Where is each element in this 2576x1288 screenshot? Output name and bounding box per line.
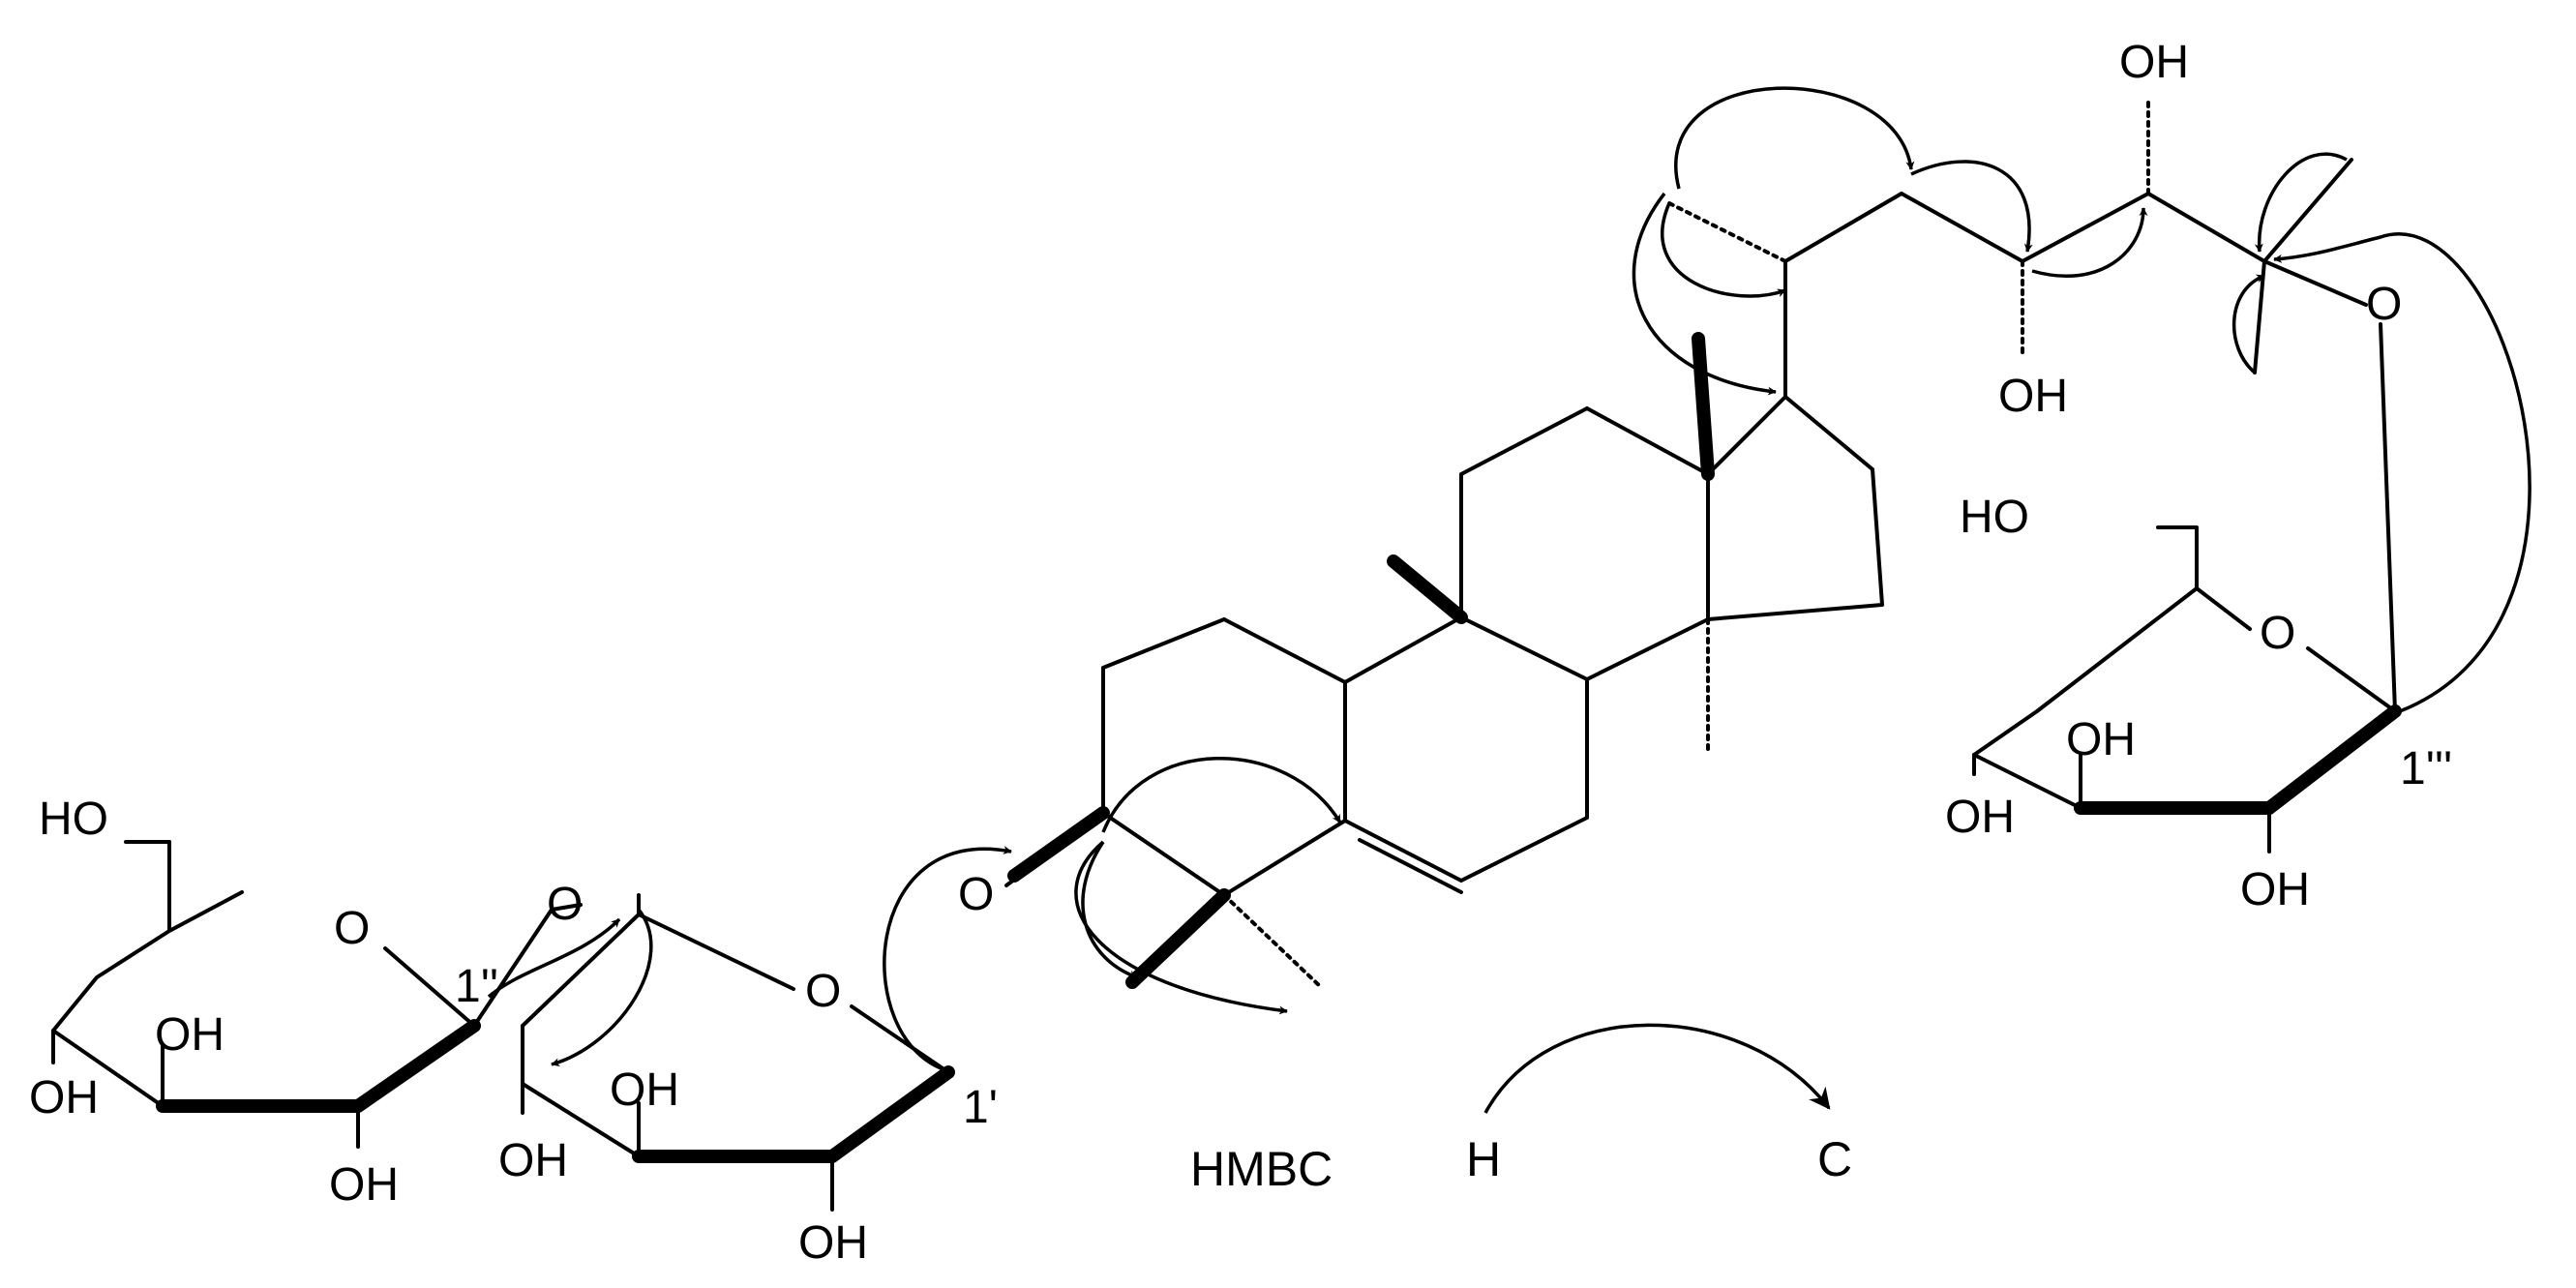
sugar3-substituents	[51, 840, 360, 1149]
ring-b-double-bond	[1358, 838, 1463, 894]
hmbc-arrow-methyl2-c25	[2232, 274, 2265, 374]
sugar2-glycosidic-oxygen: O	[547, 879, 583, 930]
hmbc-arrow-c1ppp-c25	[2273, 232, 2531, 713]
sugar2-substituents	[521, 1082, 834, 1212]
side-chain-oh-top: OH	[2119, 37, 2189, 88]
hmbc-arrow-c3-methyl	[1074, 840, 1288, 1015]
hmbc-arrow-sugar3-sugar2	[487, 917, 621, 999]
aglycone-core: O	[958, 332, 1884, 989]
glucose-unit-inner: O O OH OH OH 1'	[472, 879, 998, 1269]
aglycone-c3-oxygen: O	[958, 869, 994, 920]
sugar3-bold-bonds	[156, 1019, 481, 1113]
hmbc-arrow-methyl-c20	[1661, 202, 1786, 298]
hmbc-arrow-c3-c4	[1081, 841, 1138, 979]
ring-c-bonds	[1459, 406, 1710, 681]
c10-wedge-methyl	[1387, 554, 1468, 624]
sugar2-ring-oxygen: O	[805, 966, 841, 1017]
legend-arrow	[1483, 1023, 1831, 1114]
sugar3-ring-oxygen: O	[334, 903, 370, 954]
c13-wedge-methyl	[1692, 332, 1715, 481]
ring-b-bonds	[1343, 615, 1589, 883]
legend-h-label: H	[1466, 1132, 1501, 1186]
hmbc-arrow-c21-c17	[1632, 192, 1777, 396]
sugar4-oh-3: OH	[2066, 714, 2136, 765]
sugar4-oh-4: OH	[1945, 792, 2015, 843]
hmbc-arrow-sugar2-inner	[551, 908, 653, 1067]
c4-hash-methyl	[1222, 893, 1323, 989]
legend: HMBC H C	[1190, 1023, 1852, 1196]
sugar2-bold-bonds	[632, 1065, 955, 1163]
sugar2-oh-4: OH	[498, 1135, 568, 1186]
hmbc-arrow-methyl-c25	[2254, 152, 2348, 253]
hmbc-arrow-c1p-aglycone	[883, 846, 1012, 1071]
c3-wedge-oxygen	[1007, 806, 1110, 883]
hmbc-arrow-c20-c22	[1674, 86, 1915, 190]
ring-a-bonds	[1004, 617, 1347, 897]
legend-c-label: C	[1817, 1132, 1852, 1186]
side-chain-oh-bottom: OH	[1998, 371, 2068, 422]
sugar4-substituents	[1972, 753, 2271, 854]
sugar2-oh-3: OH	[610, 1064, 679, 1116]
hmbc-arrow-c22-c24	[1910, 160, 2033, 253]
c1pp-label: 1''	[455, 961, 498, 1012]
sugar4-bold-bonds	[2074, 704, 2402, 815]
sugar3-ho-label: HO	[39, 794, 108, 845]
c20-hash-methyl	[1667, 201, 1787, 263]
sugar2-oh-2: OH	[798, 1217, 868, 1269]
sugar3-oh-4: OH	[29, 1072, 99, 1123]
ring-d-bonds	[1706, 395, 1884, 621]
sugar3-oh-3: OH	[155, 1009, 225, 1061]
glucose-unit-side-chain: HO O OH OH OH 1'''	[1945, 322, 2452, 915]
sugar4-ring-oxygen: O	[2260, 608, 2295, 659]
side-chain: OH OH O	[1667, 37, 2402, 422]
c1p-label: 1'	[963, 1082, 998, 1133]
hmbc-arrow-c24-c23	[2031, 207, 2148, 278]
glucose-unit-terminal: HO O OH OH OH 1''	[29, 794, 498, 1211]
c1ppp-label: 1'''	[2400, 743, 2452, 794]
sugar4-ho-label: HO	[1960, 492, 2029, 543]
side-chain-ether-oxygen: O	[2366, 279, 2402, 330]
hmbc-correlations	[487, 86, 2531, 1071]
legend-title: HMBC	[1190, 1142, 1333, 1196]
sugar3-oh-2: OH	[329, 1159, 399, 1211]
c4-wedge-methyl	[1125, 888, 1231, 989]
sugar4-oh-2: OH	[2240, 864, 2310, 915]
hmbc-arrow-c3-c5	[1101, 757, 1342, 833]
side-chain-bonds	[1783, 158, 2368, 399]
